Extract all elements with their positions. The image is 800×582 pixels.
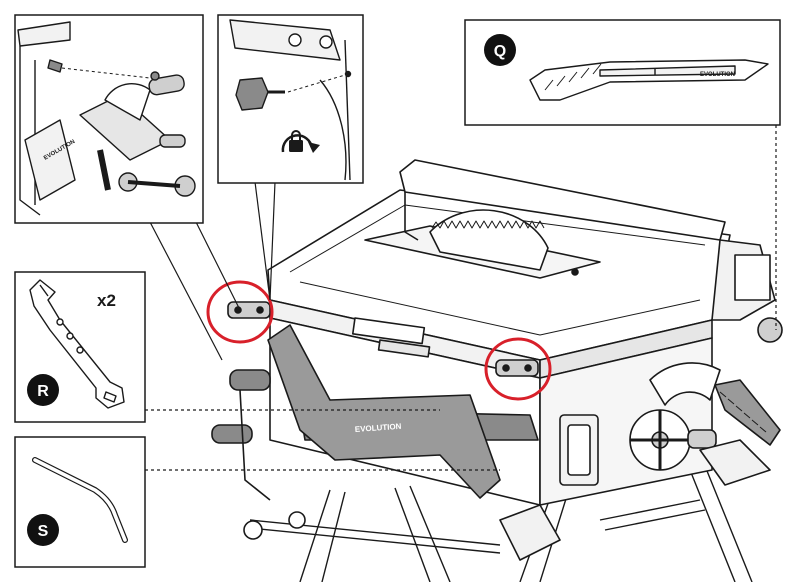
push-stick-brand: EVOLUTION — [355, 422, 402, 434]
bevel-scale — [649, 362, 721, 406]
wrench-quantity: x2 — [97, 291, 116, 310]
bevel-handwheel-icon — [629, 409, 717, 471]
riving-knife-brand: EVOLUTION — [700, 72, 735, 78]
panel-q-riving-knife: Q EVOLUTION — [464, 19, 781, 126]
side-wrench — [714, 379, 781, 446]
highlight-circle-left — [206, 280, 274, 344]
panel-s-hex-rod: S — [14, 436, 146, 568]
stand-foot-far-right — [699, 439, 771, 486]
lock-rotate-icon — [281, 130, 320, 153]
badge-s-label: S — [38, 523, 49, 540]
badge-q — [484, 34, 516, 66]
badge-s — [27, 514, 59, 546]
badge-r-label: R — [37, 383, 49, 400]
fence-clamp-right — [495, 359, 539, 377]
panel-r-wrenches: x2 R — [14, 271, 146, 423]
stand-foot-left — [243, 520, 263, 540]
stand-foot-center — [288, 511, 306, 529]
leader-lines — [145, 125, 777, 471]
saw-blade — [429, 209, 549, 271]
panel-lock-knob — [217, 14, 364, 184]
hex-rod-icon — [32, 457, 128, 543]
push-stick — [267, 324, 501, 499]
rip-fence — [399, 159, 726, 241]
badge-q-label: Q — [494, 43, 506, 60]
highlight-circle-right — [484, 337, 552, 401]
star-knob-icon — [235, 77, 269, 111]
table-saw-illustration: EVOLUTION — [211, 159, 783, 582]
rating-label — [351, 317, 426, 345]
stand-foot-right — [499, 504, 561, 561]
fence-clamp-left — [227, 301, 271, 319]
left-storage-brackets — [211, 369, 271, 501]
panel-miter-gauge: EVOLUTION — [14, 14, 204, 224]
badge-r — [27, 374, 59, 406]
wrench-icon — [29, 279, 125, 409]
riving-knife-icon: EVOLUTION — [529, 59, 769, 101]
